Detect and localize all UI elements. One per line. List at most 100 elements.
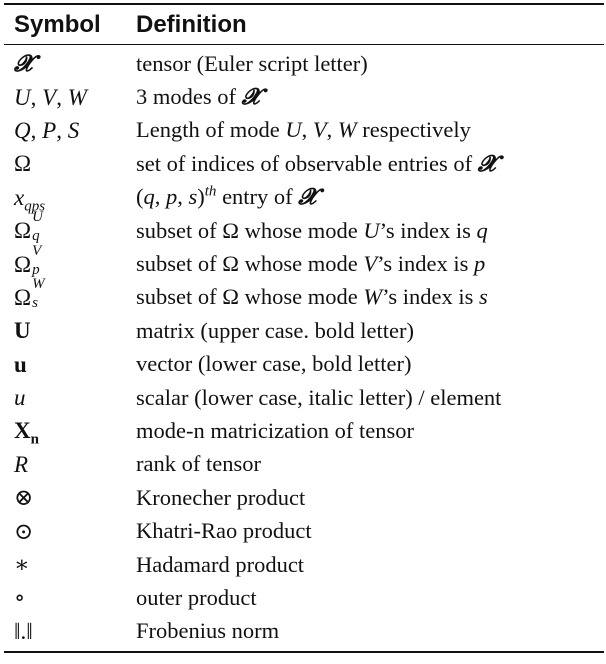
symbol-cell: u [14,351,27,377]
mode-symbol: U [363,217,380,243]
symbol-cell: Ω [14,151,32,177]
symbol-cell: 𝓧 [4,52,126,75]
table-row: ‖.‖ Frobenius norm [4,615,604,648]
symbol-superscript: V [32,242,42,259]
table-row: U, V, W 3 modes of 𝓧 [4,80,604,113]
table-body: 𝓧 tensor (Euler script letter) U, V, W 3… [4,45,604,651]
definition-sep: , [301,117,313,143]
symbol-part: W [67,84,87,110]
table-row: u vector (lower case, bold letter) [4,348,604,381]
definition-cell: Khatri-Rao product [136,518,312,544]
definition-cell: Length of mode U, V, W respectively [126,117,604,143]
symbol-part: P [42,117,57,143]
definition-cell: subset of Ω whose mode U’s index is q [126,218,604,244]
definition-text: subset of Ω whose mode [136,217,364,243]
symbol-base: x [14,184,25,210]
table-row: ⊙ Khatri-Rao product [4,514,604,547]
index-symbol: p [166,184,178,210]
definition-cell: set of indices of observable entries of … [126,151,604,177]
definition-cell: vector (lower case, bold letter) [136,351,412,377]
tensor-symbol: 𝓧 [241,84,260,110]
symbol-cell: Xn [4,419,126,447]
symbol-cell: ⊙ [14,518,34,544]
symbol-cell: u [14,385,26,411]
definition-text: ) [197,184,205,210]
symbol-part: S [67,117,80,143]
tensor-symbol: 𝓧 [477,150,496,176]
symbol-sep: , [30,117,43,143]
header-rule [4,44,604,45]
table-row: 𝓧 tensor (Euler script letter) [4,47,604,80]
definition-text: subset of Ω whose mode [136,284,364,310]
bottom-rule [4,651,604,654]
index-symbol: q [476,217,488,243]
mode-symbol: V [363,251,378,277]
table-row: u scalar (lower case, italic letter) / e… [4,381,604,414]
definition-text: ’s index is [377,251,474,277]
definition-text: Length of mode [136,117,286,143]
tensor-symbol: 𝓧 [14,51,33,77]
symbol-subscript: p [32,261,40,278]
definition-text: ( [136,184,144,210]
mode-symbol: V [312,117,327,143]
symbol-part: U [14,84,31,110]
mode-symbol: W [337,117,357,143]
symbol-superscript: U [32,209,43,226]
definition-sep: , [326,117,338,143]
mode-symbol: W [363,284,383,310]
symbol-cell: R [14,451,29,477]
definition-text: entry of [216,184,299,210]
symbol-cell: ∗ [14,552,30,578]
table-header: Symbol Definition [4,5,604,44]
symbol-cell: Q, P, S [4,119,126,142]
symbol-sep: , [56,84,68,110]
symbol-part: V [42,84,57,110]
symbol-subscript: n [30,432,39,449]
table-row: R rank of tensor [4,448,604,481]
definition-sep: , [177,184,189,210]
definition-cell: Hadamard product [136,551,305,577]
table-row: Xn mode-n matricization of tensor [4,414,604,448]
definition-cell: Kronecher product [136,484,306,510]
definition-text: subset of Ω whose mode [136,251,364,277]
symbol-cell: U [14,318,31,344]
header-symbol: Symbol [14,10,101,38]
header-definition: Definition [136,10,247,38]
definition-cell: mode-n matricization of tensor [136,417,415,443]
symbol-subscript: qps [24,198,46,215]
symbol-cell: xqps [4,184,126,214]
definition-text: ’s index is [379,217,477,243]
symbol-cell: ⊗ [14,485,34,511]
index-symbol: p [473,251,486,277]
symbol-sep: , [30,84,43,110]
symbol-subscript: s [32,294,38,311]
table-row: U matrix (upper case. bold letter) [4,314,604,347]
definition-text: 3 modes of [136,84,242,110]
symbol-cell: U, V, W [4,86,126,109]
mode-symbol: U [285,117,302,143]
index-symbol: s [478,284,488,310]
symbol-base: Ω [14,251,32,277]
symbol-part: Q [14,117,31,143]
definition-cell: subset of Ω whose mode W’s index is s [126,284,604,310]
table-row: ∗ Hadamard product [4,548,604,581]
notation-table: Symbol Definition 𝓧 tensor (Euler script… [4,3,604,654]
table-row: xqps (q, p, s)th entry of 𝓧 [4,181,604,214]
symbol-cell: ‖.‖ [14,618,33,644]
definition-sep: , [154,184,166,210]
index-symbol: q [143,184,155,210]
symbol-base: Ω [14,284,32,310]
definition-cell: matrix (upper case. bold letter) [136,317,415,343]
symbol-sep: , [56,117,68,143]
index-symbol: s [188,184,198,210]
definition-text: ’s index is [382,284,479,310]
definition-cell: scalar (lower case, italic letter) / ele… [136,384,502,410]
definition-cell: Frobenius norm [136,618,280,644]
